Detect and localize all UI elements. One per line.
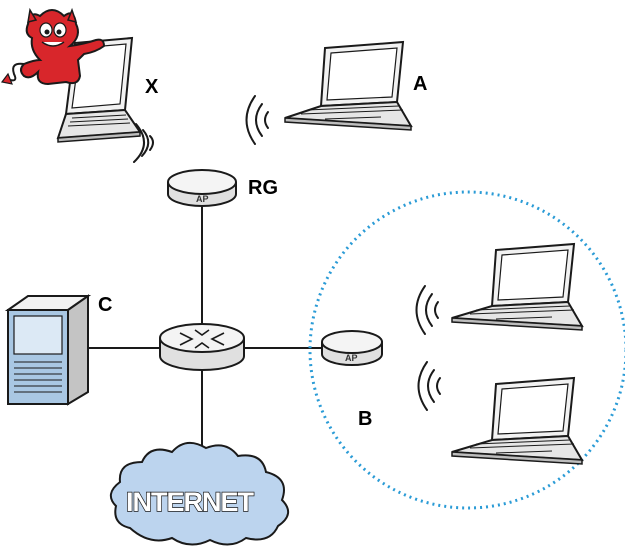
internet-cloud — [109, 441, 289, 546]
label-x: X — [145, 76, 159, 98]
wireless-zone-boundary — [308, 190, 625, 510]
laptop-b1 — [451, 242, 584, 331]
label-a: A — [413, 73, 427, 95]
wifi-signal-icon-b1 — [415, 285, 439, 335]
connection-lines — [88, 207, 322, 452]
router-icon — [159, 323, 245, 371]
access-point-rg: AP — [167, 169, 237, 207]
label-b: B — [358, 408, 372, 430]
wifi-signal-icon-a — [245, 95, 269, 145]
laptop-b2 — [451, 376, 584, 465]
ap-b-text: AP — [345, 353, 358, 363]
wifi-signal-icon-b2 — [417, 361, 441, 411]
laptop-x — [56, 36, 142, 143]
server-c — [4, 294, 92, 406]
devil-icon — [0, 7, 106, 86]
laptop-a — [284, 40, 413, 131]
label-c: C — [98, 294, 112, 316]
access-point-b: AP — [321, 330, 383, 366]
wifi-signal-icon-x — [133, 123, 154, 163]
label-internet: INTERNET — [126, 487, 255, 517]
label-rg: RG — [248, 177, 278, 199]
ap-rg-text: AP — [196, 194, 209, 204]
